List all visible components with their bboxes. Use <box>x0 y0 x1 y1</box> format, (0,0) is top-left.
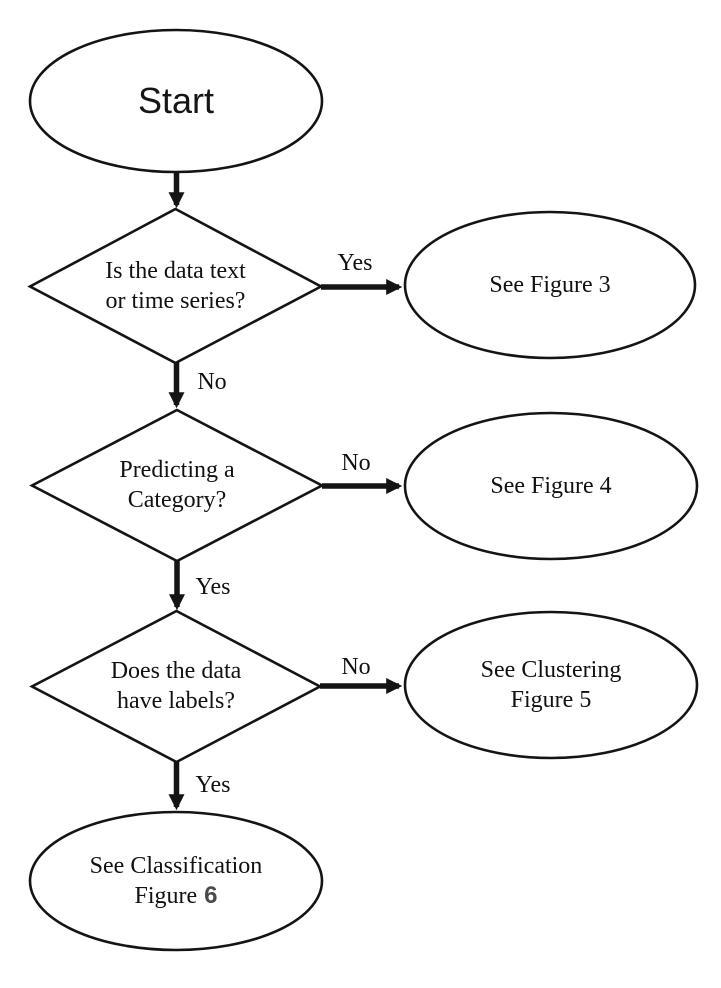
decision-text-timeseries-line2: or time series? <box>105 288 246 314</box>
decision-data-labels-line1: Does the data <box>110 658 242 684</box>
see-classification-figure-6-shape <box>28 810 324 952</box>
see-clustering-line2: Figure 5 <box>510 687 592 713</box>
see-figure-3-label: See Figure 3 <box>489 272 611 298</box>
see-figure-4-shape <box>403 411 699 561</box>
edge-label-q1-no: No <box>197 369 227 395</box>
see-figure-3-shape <box>403 210 697 360</box>
edge-label-q3-no: No <box>341 654 371 680</box>
decision-predicting-category-line1: Predicting a <box>119 457 235 483</box>
start-node-label: Start <box>137 80 215 121</box>
see-clustering-line1: See Clustering <box>480 657 622 683</box>
decision-data-labels-line2: have labels? <box>117 688 235 714</box>
see-clustering-figure-5-label: See Clustering Figure 5 <box>406 655 696 715</box>
decision-text-timeseries-label: Is the data text or time series? <box>30 256 321 316</box>
see-clustering-figure-5-shape <box>403 610 699 760</box>
see-classification-figure-number: 6 <box>204 882 218 909</box>
see-figure-4-label: See Figure 4 <box>490 473 612 499</box>
decision-text-timeseries-line1: Is the data text <box>105 258 246 284</box>
see-classification-line1: See Classification <box>89 853 263 879</box>
decision-data-labels-label: Does the data have labels? <box>32 656 320 716</box>
edge-label-q1-yes: Yes <box>337 250 373 276</box>
decision-predicting-category-line2: Category? <box>127 487 227 513</box>
see-classification-figure-word: Figure <box>134 883 198 909</box>
edge-label-q2-no: No <box>341 450 371 476</box>
edge-label-q3-yes: Yes <box>195 772 231 798</box>
decision-predicting-category-label: Predicting a Category? <box>32 455 322 515</box>
edge-label-q2-yes: Yes <box>195 574 231 600</box>
